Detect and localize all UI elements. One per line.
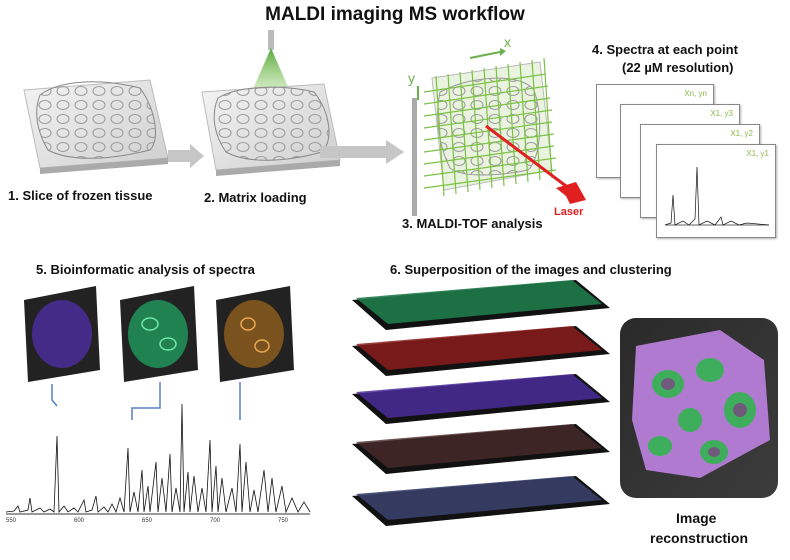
x-axis-label: x: [504, 34, 511, 50]
spectrum-card-x1-y1: X1, y1: [656, 144, 776, 238]
arrow-1-to-2: [168, 144, 204, 168]
step-4-label-line2: (22 µM resolution): [622, 60, 734, 75]
spectrum-card-coord: X1, y2: [730, 129, 753, 138]
spectrum-card-plot: [664, 166, 770, 226]
mass-spectrum: [5, 403, 311, 515]
laser-beam: [485, 124, 586, 204]
step-7-label-line1: Image: [676, 510, 717, 526]
layer-stack: [352, 280, 610, 526]
step-5-label: 5. Bioinformatic analysis of spectra: [36, 262, 255, 277]
spectrum-tick: 700: [210, 518, 221, 524]
spectrum-tick: 750: [278, 518, 289, 524]
step-1-label: 1. Slice of frozen tissue: [8, 188, 153, 203]
step-6-label: 6. Superposition of the images and clust…: [390, 262, 672, 277]
page-title: MALDI imaging MS workflow: [265, 4, 525, 25]
matrix-sprayer: [250, 30, 292, 96]
spectrum-card-coord: Xn, yn: [684, 89, 707, 98]
step-4-label-line1: 4. Spectra at each point: [592, 42, 738, 57]
laser-label: Laser: [554, 206, 584, 218]
spectrum-card-coord: X1, y3: [710, 109, 733, 118]
step-3-label: 3. MALDI-TOF analysis: [402, 216, 543, 231]
orange-ion-image: [216, 286, 294, 382]
arrow-2-to-3: [320, 140, 404, 164]
spectrum-tick: 650: [142, 518, 153, 524]
spectrum-tick: 550: [6, 518, 17, 524]
purple-ion-image: [24, 286, 100, 382]
maldi-grid: [412, 48, 557, 216]
step-2-label: 2. Matrix loading: [204, 190, 307, 205]
image-reconstruction: [620, 318, 778, 498]
spectrum-tick: 600: [74, 518, 85, 524]
peak-connectors: [51, 382, 241, 420]
frozen-tissue-slice: [23, 79, 169, 174]
matrix-loaded-tissue: [201, 83, 341, 176]
step-7-label-line2: reconstruction: [650, 530, 749, 546]
green-ion-image: [120, 286, 198, 382]
y-axis-label: y: [408, 70, 415, 86]
spectrum-card-coord: X1, y1: [746, 149, 769, 158]
